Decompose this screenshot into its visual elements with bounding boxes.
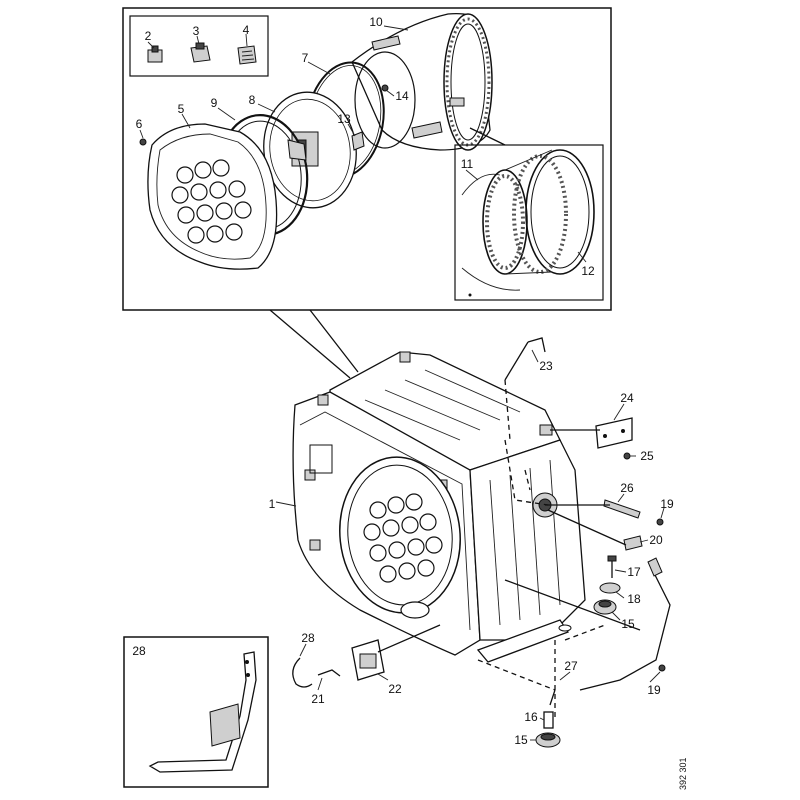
bolt-part-17: [607, 555, 617, 578]
pin-part-16: [543, 711, 554, 729]
foot-part-15a: [593, 599, 617, 615]
callout-16: 16: [524, 710, 538, 724]
callout-14: 14: [395, 89, 409, 103]
callout-9: 9: [211, 96, 218, 110]
callout-23: 23: [539, 359, 553, 373]
callout-labels: 2 3 4 10 7 14 5 9 8 6 13 11 12 23 24 25 …: [132, 15, 674, 747]
callout-28-frame: 28: [132, 644, 146, 658]
callout-6: 6: [136, 117, 143, 131]
tub-housing-part-1: [292, 351, 586, 656]
screw-part-19b: [658, 664, 666, 672]
clip-part-2: [147, 45, 163, 63]
clip-part-3: [190, 42, 211, 63]
harness-rod: [504, 557, 671, 691]
callout-10: 10: [369, 15, 383, 29]
callout-27: 27: [564, 659, 578, 673]
callout-3: 3: [193, 24, 200, 38]
porthole-holes: [363, 493, 443, 583]
callout-4: 4: [243, 23, 250, 37]
callout-18: 18: [627, 592, 641, 606]
clip-part-4: [237, 45, 257, 65]
bracket-part-13: [351, 131, 365, 151]
screw-part-6: [139, 138, 147, 146]
callout-26: 26: [620, 481, 634, 495]
callout-8: 8: [249, 93, 256, 107]
rim-detail-subframe: [454, 127, 604, 301]
callout-22: 22: [388, 682, 402, 696]
callout-11: 11: [461, 157, 474, 171]
callout-28: 28: [301, 631, 315, 645]
foot-part-18: [599, 582, 621, 594]
callout-21: 21: [311, 692, 325, 706]
bracket-part-24: [550, 417, 633, 449]
screw-part-19a: [656, 518, 664, 526]
callout-1: 1: [269, 497, 276, 511]
callout-2: 2: [145, 29, 152, 43]
connector-part-20: [547, 509, 643, 551]
callout-7: 7: [302, 51, 309, 65]
screw-part-25: [623, 452, 631, 460]
callout-17: 17: [627, 565, 641, 579]
actuator-part-22: [351, 624, 441, 681]
panel-5-holes: [171, 159, 252, 244]
top-detail-frame: [122, 7, 612, 379]
callout-13: 13: [337, 112, 351, 126]
sensor-part-26: [545, 499, 641, 519]
screw-part-14: [381, 84, 389, 92]
bottom-detail-frame: [123, 636, 269, 788]
suspension-part-27: [476, 619, 606, 720]
callout-19-upper: 19: [660, 497, 674, 511]
drum-part-10: [351, 12, 493, 151]
front-panel-part-5: [147, 123, 278, 270]
callout-20: 20: [649, 533, 663, 547]
callout-5: 5: [178, 102, 185, 116]
callout-24: 24: [620, 391, 634, 405]
callout-15-upper: 15: [621, 617, 635, 631]
callout-15-lower: 15: [514, 733, 528, 747]
foot-part-15b: [535, 732, 561, 748]
reference-number: 392 301: [678, 757, 688, 790]
clips-subframe: [129, 15, 269, 77]
callout-12: 12: [581, 264, 595, 278]
callout-19-lower: 19: [647, 683, 661, 697]
leader-lines: [139, 25, 665, 741]
hook-part-23: [504, 337, 546, 441]
clip-part-21: [317, 669, 341, 677]
callout-25: 25: [640, 449, 654, 463]
spring-ring-part-28: [292, 657, 313, 688]
